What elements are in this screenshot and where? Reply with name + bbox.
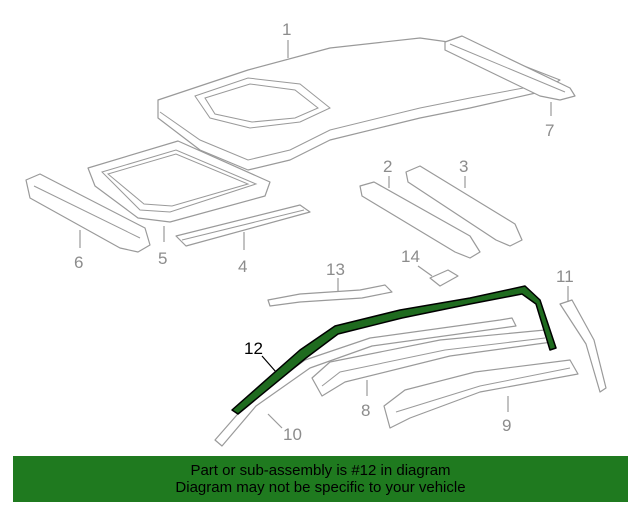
part-1-roof-panel[interactable] [157,37,561,171]
callout-3: 3 [459,157,468,176]
part-7-rear-header[interactable] [444,35,576,101]
callout-12: 12 [244,339,263,358]
callout-6: 6 [74,253,83,272]
callout-2: 2 [383,157,392,176]
part-12-weatherstrip-highlighted[interactable] [231,285,557,415]
part-11-pillar-trim[interactable] [559,299,607,393]
callout-11: 11 [556,267,574,286]
part-2-reinforcement[interactable] [359,181,481,259]
callout-7: 7 [545,121,554,140]
part-5-sunroof-frame[interactable] [87,140,271,223]
callout-9: 9 [502,416,511,435]
roof-parts-diagram: 1 2 3 4 5 6 7 8 9 10 11 12 13 14 [25,20,607,447]
leader-10 [267,413,283,429]
part-13-bracket[interactable] [267,284,393,307]
callout-10: 10 [283,425,302,444]
callout-4: 4 [238,257,247,276]
banner-line-2: Diagram may not be specific to your vehi… [175,479,466,496]
info-banner: Part or sub-assembly is #12 in diagram D… [13,456,628,502]
part-14-bracket[interactable] [429,269,459,287]
banner-line-1: Part or sub-assembly is #12 in diagram [190,462,451,479]
part-9-side-reinforcement[interactable] [383,359,579,429]
callout-1: 1 [282,20,291,39]
leader-12 [261,355,277,373]
part-4-roof-bow[interactable] [175,204,311,247]
callout-5: 5 [158,249,167,268]
callout-14: 14 [401,247,420,266]
callout-8: 8 [361,401,370,420]
part-3-reinforcement[interactable] [405,165,523,247]
leader-14 [417,265,433,277]
callout-13: 13 [326,260,345,279]
part-6-front-header[interactable] [25,173,151,253]
